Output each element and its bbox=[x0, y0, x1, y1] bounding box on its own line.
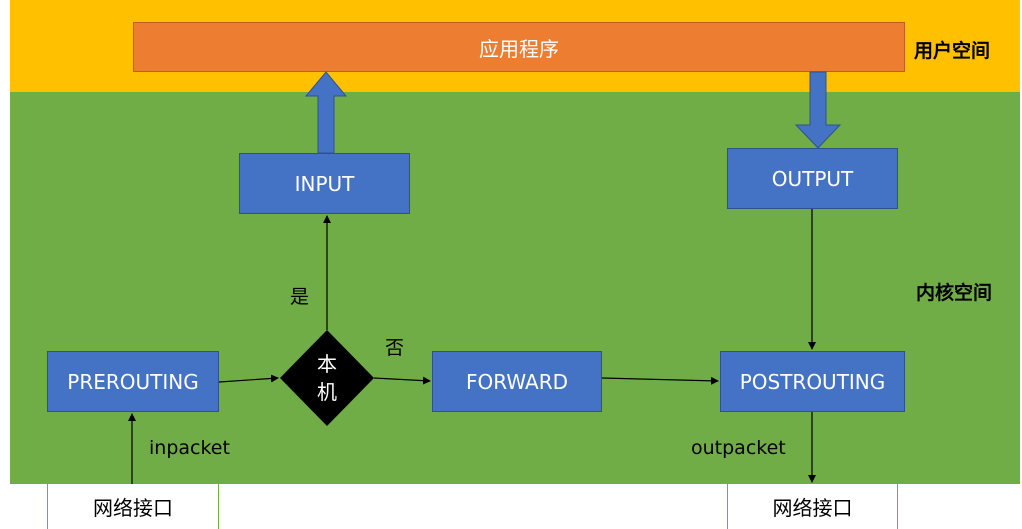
prerouting-to-decision-arrow bbox=[218, 374, 279, 383]
no-label: 否 bbox=[385, 337, 405, 359]
app-to-output-block-arrow bbox=[794, 71, 842, 149]
kernel-space-label: 内核空间 bbox=[916, 282, 993, 304]
decision-char-1: 本 bbox=[317, 352, 337, 376]
outpacket-label: outpacket bbox=[691, 437, 786, 459]
local-decision-label: 本 机 bbox=[300, 350, 354, 406]
prerouting-chain-box: PREROUTING bbox=[47, 351, 219, 412]
input-chain-box: INPUT bbox=[239, 153, 410, 214]
decision-to-forward-arrow bbox=[373, 376, 431, 385]
forward-chain-box: FORWARD bbox=[432, 351, 602, 412]
decision-char-2: 机 bbox=[317, 380, 337, 404]
left-network-interface: 网络接口 bbox=[47, 484, 219, 529]
postrouting-chain-box: POSTROUTING bbox=[720, 351, 905, 412]
input-to-app-block-arrow bbox=[304, 71, 348, 154]
right-network-interface: 网络接口 bbox=[727, 484, 898, 529]
inpacket-label: inpacket bbox=[149, 437, 230, 459]
forward-to-postrouting-arrow bbox=[601, 376, 719, 385]
user-space-label: 用户空间 bbox=[914, 40, 991, 62]
yes-label: 是 bbox=[290, 286, 310, 308]
output-chain-box: OUTPUT bbox=[727, 148, 898, 209]
application-box: 应用程序 bbox=[133, 22, 905, 72]
local-decision-diamond bbox=[280, 330, 374, 426]
